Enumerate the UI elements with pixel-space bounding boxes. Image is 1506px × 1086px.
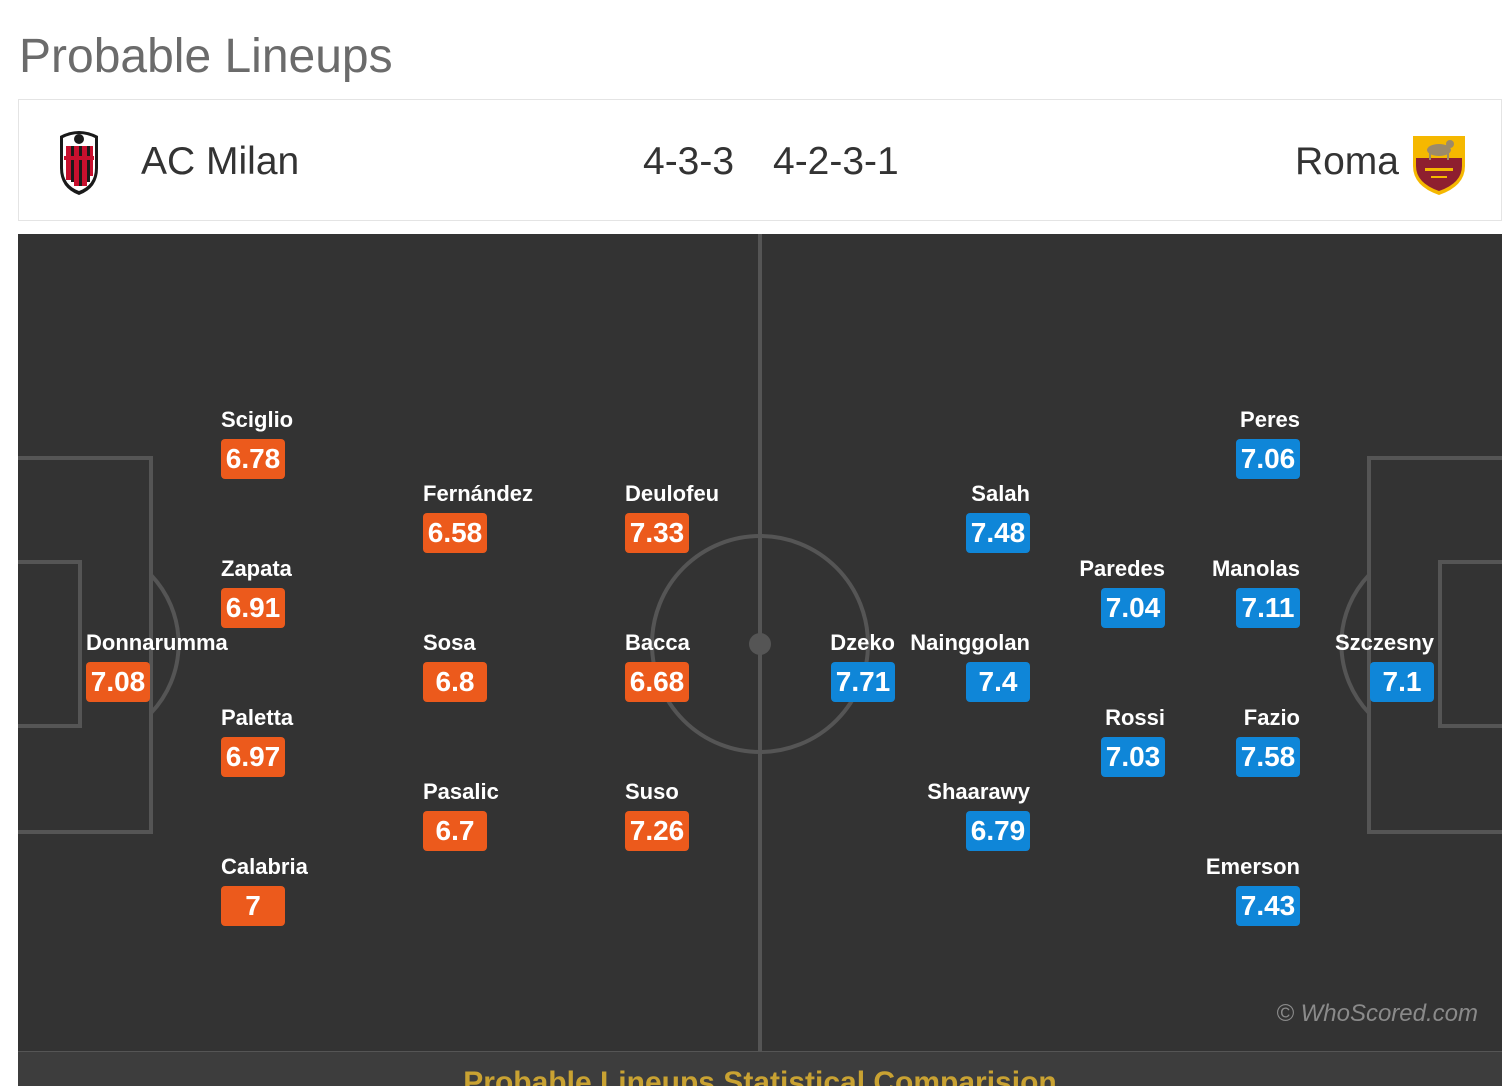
player-rating: 7.08 xyxy=(86,662,150,702)
away-team-name[interactable]: Roma xyxy=(1294,140,1399,183)
team-header: AC Milan 4-3-3 4-2-3-1 Roma xyxy=(18,99,1502,221)
player-rating: 7.58 xyxy=(1236,737,1300,777)
player-name: Dzeko xyxy=(830,630,895,655)
player-name: Sosa xyxy=(423,630,476,655)
player-rating: 7.06 xyxy=(1236,439,1300,479)
player-name: Sciglio xyxy=(221,407,294,432)
player-name: Donnarumma xyxy=(86,630,228,655)
away-formation: 4-2-3-1 xyxy=(773,140,899,183)
player-rating: 6.58 xyxy=(423,513,487,553)
player-rating: 6.78 xyxy=(221,439,285,479)
player-rating: 6.8 xyxy=(423,662,487,702)
ac-milan-crest-icon xyxy=(57,128,101,201)
player-name: Szczesny xyxy=(1334,630,1434,655)
player-name: Fernández xyxy=(423,481,534,506)
stats-section-title: Probable Lineups Statistical Comparision xyxy=(463,1066,1057,1086)
player-name: Paredes xyxy=(1079,556,1165,581)
player-name: Emerson xyxy=(1205,854,1300,879)
player-rating: 7 xyxy=(221,886,285,926)
pitch: Sciglio 6.78 Zapata 6.91 Donnarumma 7.08… xyxy=(18,234,1502,1086)
player-rating: 7.48 xyxy=(966,513,1030,553)
home-team-name[interactable]: AC Milan xyxy=(141,140,300,183)
player-rating: 6.79 xyxy=(966,811,1030,851)
player-name: Salah xyxy=(971,481,1030,506)
page-title: Probable Lineups xyxy=(19,30,393,83)
player-name: Zapata xyxy=(221,556,292,581)
player-rating: 7.04 xyxy=(1101,588,1165,628)
player-rating: 7.26 xyxy=(625,811,689,851)
player-name: Calabria xyxy=(221,854,308,879)
player-rating: 6.91 xyxy=(221,588,285,628)
player-rating: 7.4 xyxy=(966,662,1030,702)
player-rating: 7.1 xyxy=(1370,662,1434,702)
watermark: © WhoScored.com xyxy=(1276,1000,1478,1027)
player-name: Rossi xyxy=(1105,705,1165,730)
player-rating: 6.7 xyxy=(423,811,487,851)
player-name: Pasalic xyxy=(423,779,499,804)
stats-section-header[interactable]: Probable Lineups Statistical Comparision xyxy=(18,1051,1502,1086)
player-name: Shaarawy xyxy=(927,779,1030,804)
player-name: Deulofeu xyxy=(625,481,720,506)
player-rating: 6.68 xyxy=(625,662,689,702)
player-name: Nainggolan xyxy=(910,630,1030,655)
player-rating: 7.43 xyxy=(1236,886,1300,926)
player-name: Paletta xyxy=(221,705,294,730)
player-name: Peres xyxy=(1240,407,1300,432)
roma-crest-icon xyxy=(1411,128,1467,201)
player-name: Suso xyxy=(625,779,679,804)
player-rating: 7.11 xyxy=(1236,588,1300,628)
player-name: Manolas xyxy=(1211,556,1300,581)
player-rating: 7.03 xyxy=(1101,737,1165,777)
pitch-markings xyxy=(18,234,1502,1086)
home-formation: 4-3-3 xyxy=(643,140,735,183)
player-name: Fazio xyxy=(1243,705,1300,730)
player-rating: 7.33 xyxy=(625,513,689,553)
player-name: Bacca xyxy=(625,630,690,655)
player-rating: 7.71 xyxy=(831,662,895,702)
player-rating: 6.97 xyxy=(221,737,285,777)
